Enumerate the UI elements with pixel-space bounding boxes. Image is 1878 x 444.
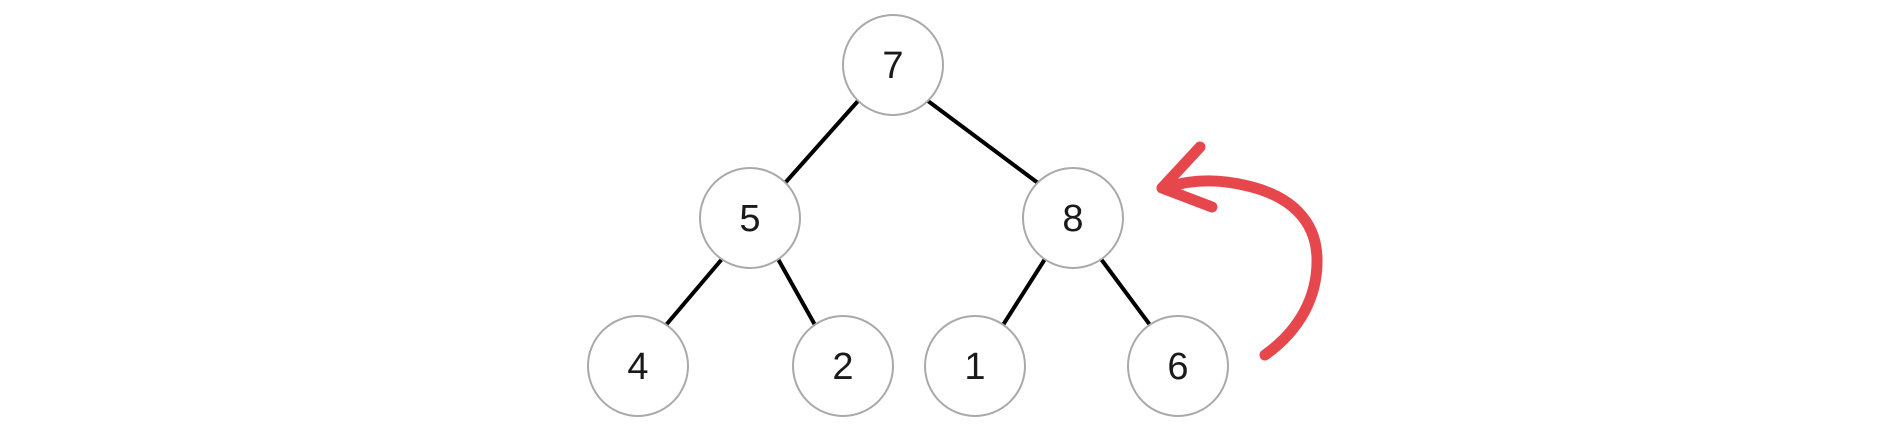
annotation-arrow-head-lower	[1156, 182, 1218, 213]
node-label: 2	[832, 346, 853, 388]
edge-n8-to-right	[1099, 257, 1152, 327]
node-label: 4	[627, 346, 648, 388]
node-circle[interactable]	[587, 315, 689, 417]
node-circle[interactable]	[792, 315, 894, 417]
edge-n5-to-right	[776, 258, 817, 326]
tree-node-root[interactable]: 7	[842, 14, 944, 116]
node-circle[interactable]	[1127, 315, 1229, 417]
tree-node-n2[interactable]: 2	[792, 315, 894, 417]
node-label: 7	[882, 45, 903, 87]
tree-node-n1[interactable]: 1	[924, 315, 1026, 417]
annotation-arrow-head-upper	[1156, 141, 1206, 194]
node-label: 5	[739, 198, 760, 240]
edge-root-to-left	[783, 99, 860, 185]
node-label: 1	[964, 346, 985, 388]
tree-node-n6[interactable]: 6	[1127, 315, 1229, 417]
node-label: 8	[1062, 198, 1083, 240]
edge-root-to-right	[926, 99, 1040, 185]
node-label: 6	[1167, 346, 1188, 388]
tree-node-n8[interactable]: 8	[1022, 167, 1124, 269]
node-circle[interactable]	[699, 167, 801, 269]
edge-n5-to-left	[664, 257, 724, 327]
tree-node-n5[interactable]: 5	[699, 167, 801, 269]
node-circle[interactable]	[1022, 167, 1124, 269]
annotation-arrow-shaft	[1162, 175, 1323, 361]
tree-edges	[664, 99, 1152, 327]
tree-nodes: 7 5 8 4 2 1	[587, 14, 1229, 417]
edge-n8-to-left	[1001, 257, 1047, 327]
node-circle[interactable]	[842, 14, 944, 116]
annotation-arrow-icon	[1156, 141, 1323, 361]
tree-node-n4[interactable]: 4	[587, 315, 689, 417]
node-circle[interactable]	[924, 315, 1026, 417]
